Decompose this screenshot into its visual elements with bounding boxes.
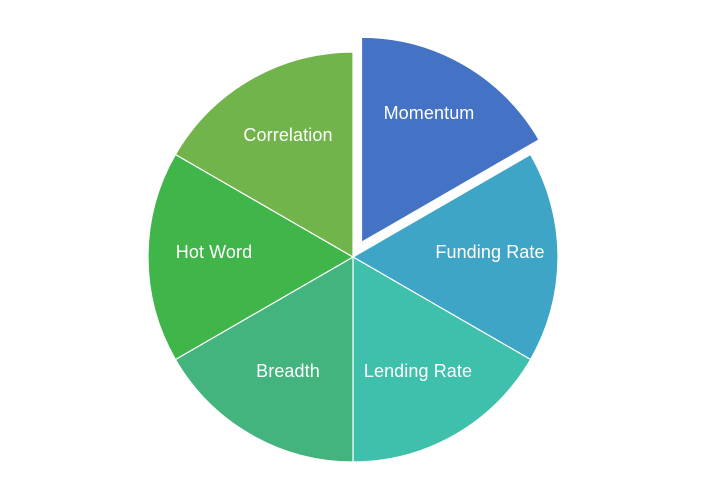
pie-slice-label-momentum: Momentum — [384, 103, 475, 123]
pie-slice-funding-rate[interactable] — [352, 153, 559, 361]
pie-slice-label-hot-word: Hot Word — [176, 242, 253, 262]
pie-slice-label-correlation: Correlation — [243, 125, 332, 145]
pie-slices-group — [147, 36, 559, 463]
pie-slice-label-funding-rate: Funding Rate — [435, 242, 544, 262]
pie-slice-lending-rate[interactable] — [352, 256, 532, 463]
pie-slice-label-breadth: Breadth — [256, 361, 320, 381]
pie-slice-momentum[interactable] — [360, 36, 540, 243]
pie-slice-label-lending-rate: Lending Rate — [364, 361, 472, 381]
pie-slice-correlation[interactable] — [174, 51, 354, 258]
pie-slice-breadth[interactable] — [174, 256, 354, 463]
pie-slice-hot-word[interactable] — [147, 153, 354, 361]
